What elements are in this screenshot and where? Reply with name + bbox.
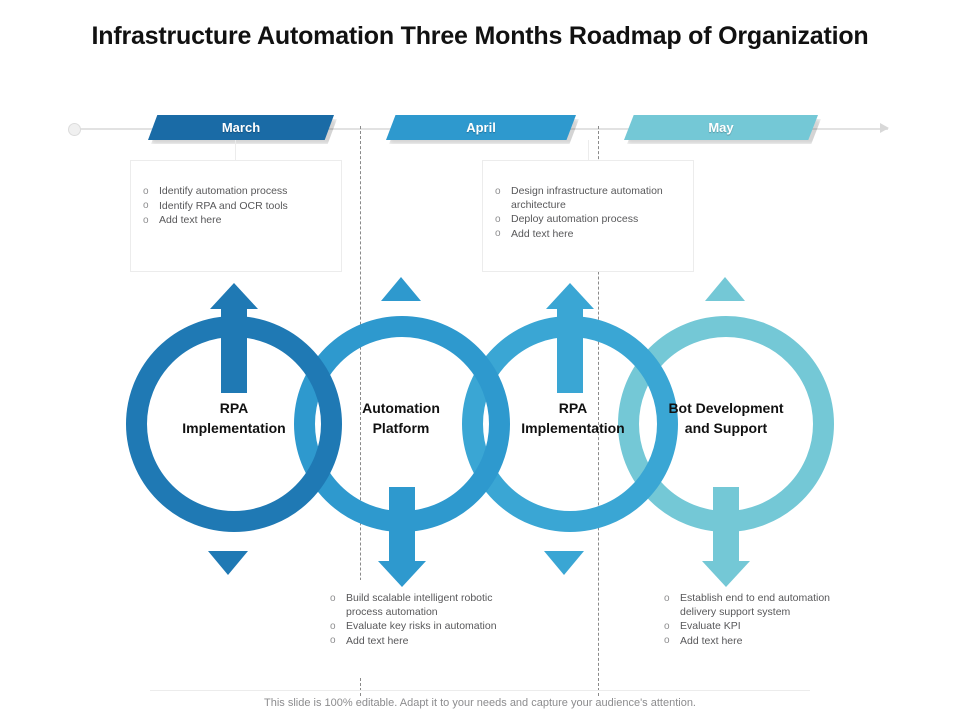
- ring-label-2-line2: Platform: [372, 420, 430, 436]
- ring-label-1-line1: RPA: [219, 400, 249, 416]
- arrow-down-ring-2-icon: [378, 487, 426, 587]
- month-banner-may[interactable]: May: [624, 115, 818, 140]
- ring-label-4-line1: Bot Development: [668, 400, 784, 416]
- ring-label-4: Bot Development and Support: [640, 398, 812, 438]
- ring-label-3-line1: RPA: [558, 400, 588, 416]
- list-item: Establish end to end automation delivery…: [658, 592, 832, 619]
- list-item: Deploy automation process: [489, 213, 685, 227]
- list-item: Identify RPA and OCR tools: [137, 199, 333, 214]
- list-item: Add text here: [658, 634, 832, 649]
- ring-label-3: RPA Implementation: [500, 398, 646, 438]
- list-item: Add text here: [324, 634, 506, 649]
- ring-label-3-line2: Implementation: [521, 420, 625, 436]
- ring-label-1: RPA Implementation: [156, 398, 312, 438]
- list-item: Build scalable intelligent robotic proce…: [324, 592, 506, 619]
- ring-label-2: Automation Platform: [330, 398, 472, 438]
- arrow-down-ring-4-icon: [702, 487, 750, 587]
- list-item: Add text here: [489, 227, 685, 242]
- connector-stem-top-right: [588, 140, 589, 162]
- month-banner-april[interactable]: April: [386, 115, 576, 140]
- arrow-down-ring-3-icon: [544, 551, 584, 575]
- list-item: Design infrastructure automation archite…: [489, 185, 685, 212]
- arrow-up-ring-3-icon: [546, 283, 594, 395]
- list-item: Evaluate key risks in automation: [324, 620, 506, 634]
- arrow-up-ring-4-icon: [705, 277, 745, 301]
- text-block-top-left: Identify automation process Identify RPA…: [130, 160, 342, 272]
- bullet-list-top-left: Identify automation process Identify RPA…: [131, 161, 341, 228]
- connector-stem-top-left: [235, 140, 236, 162]
- list-item: Identify automation process: [137, 185, 333, 199]
- month-banner-march[interactable]: March: [148, 115, 334, 140]
- text-block-bottom-right: Establish end to end automation delivery…: [640, 580, 840, 678]
- arrow-up-ring-1-icon: [210, 283, 258, 395]
- arrow-down-ring-1-icon: [208, 551, 248, 575]
- month-banner-label-march: March: [221, 120, 261, 135]
- list-item: Add text here: [137, 214, 333, 228]
- timeline-start-dot-icon: [68, 123, 81, 136]
- arrow-up-ring-2-icon: [381, 277, 421, 301]
- list-item: Evaluate KPI: [658, 620, 832, 634]
- footer-note: This slide is 100% editable. Adapt it to…: [264, 697, 696, 709]
- page-title: Infrastructure Automation Three Months R…: [91, 22, 869, 50]
- text-block-top-right: Design infrastructure automation archite…: [482, 160, 694, 272]
- footer-divider: [150, 690, 810, 691]
- ring-label-4-line2: and Support: [684, 420, 768, 436]
- bullet-list-bottom-left: Build scalable intelligent robotic proce…: [306, 580, 514, 648]
- timeline-end-arrow-icon: [880, 123, 889, 133]
- ring-label-2-line1: Automation: [362, 400, 440, 416]
- bullet-list-top-right: Design infrastructure automation archite…: [483, 161, 693, 241]
- month-banner-label-april: April: [466, 120, 496, 135]
- ring-label-1-line2: Implementation: [182, 420, 286, 436]
- month-banner-label-may: May: [708, 120, 734, 135]
- text-block-bottom-left: Build scalable intelligent robotic proce…: [306, 580, 514, 678]
- bullet-list-bottom-right: Establish end to end automation delivery…: [640, 580, 840, 648]
